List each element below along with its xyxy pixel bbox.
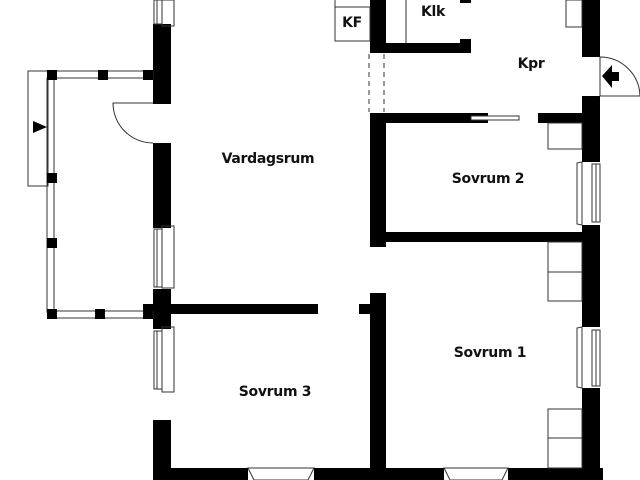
room-label-sovrum-2: Sovrum 2 — [451, 171, 525, 187]
room-label-vardagsrum: Vardagsrum — [221, 151, 315, 167]
room-label-kf: KF — [342, 15, 362, 31]
room-label-kpr: Kpr — [517, 56, 545, 72]
room-label-klk: Klk — [420, 4, 446, 20]
main-entry-arrow-icon — [602, 65, 619, 88]
walls — [143, 0, 603, 480]
room-label-sovrum-1: Sovrum 1 — [453, 345, 527, 361]
porch-entry-arrow-icon — [33, 121, 47, 133]
porch-posts — [47, 70, 153, 319]
room-label-sovrum-3: Sovrum 3 — [238, 384, 312, 400]
